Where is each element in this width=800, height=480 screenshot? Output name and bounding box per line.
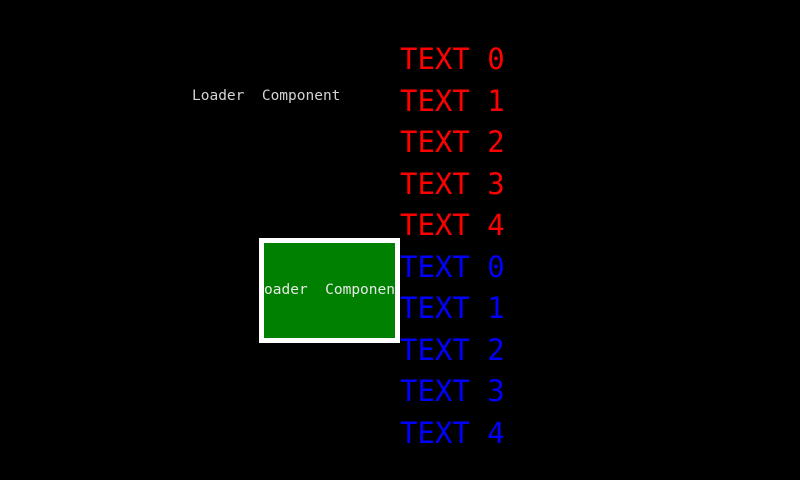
- text-row: TEXT 0: [400, 42, 505, 76]
- text-row: TEXT 4: [400, 415, 505, 450]
- text-row: TEXT 3: [400, 166, 505, 201]
- text-row: TEXT 4: [400, 208, 505, 242]
- loader-component-label: Loader Component: [192, 88, 341, 104]
- text-row: TEXT 1: [400, 291, 505, 325]
- text-row: TEXT 1: [400, 83, 505, 118]
- text-row: TEXT 2: [400, 125, 505, 159]
- text-row: TEXT 0: [400, 249, 505, 284]
- text-row-list: TEXT 0 TEXT 1 TEXT 2 TEXT 3 TEXT 4 TEXT 0 TEXT…: [400, 0, 800, 480]
- text-row: TEXT 3: [400, 374, 505, 408]
- loader-component-panel[interactable]: Loader Component: [259, 238, 400, 343]
- text-row: TEXT 2: [400, 332, 505, 367]
- loader-component-panel-label: Loader Component: [259, 282, 400, 298]
